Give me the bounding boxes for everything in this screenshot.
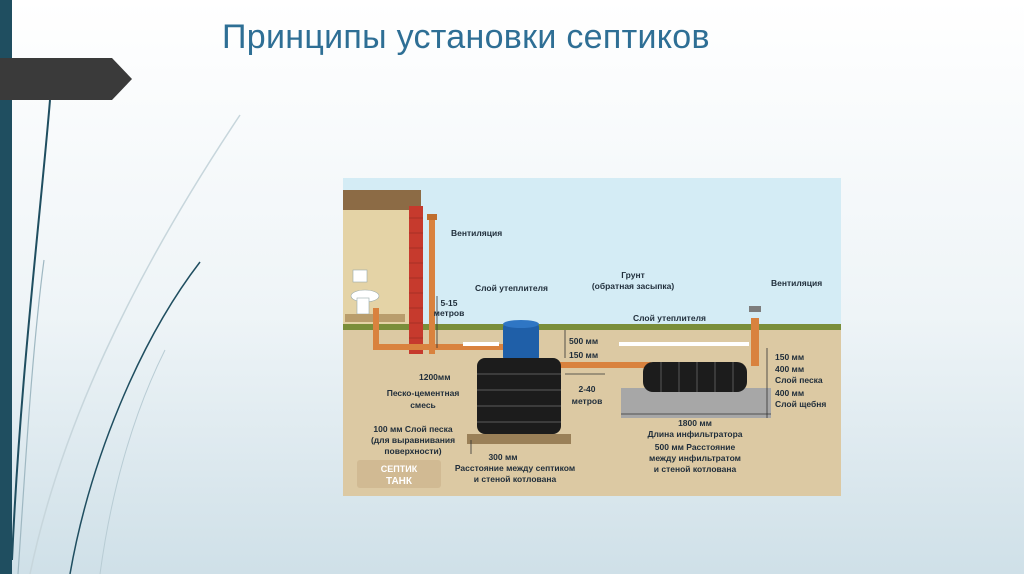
brand-line1: СЕПТИК [381,464,418,474]
label-infil-pit-line3: и стеной котлована [654,464,737,474]
house-wall [343,210,409,324]
label-depth-1200: 1200мм [419,372,451,382]
house-roof [343,190,421,210]
label-depth-150-left: 150 мм [569,350,598,360]
septic-tank [467,320,571,444]
pipe-system [373,214,761,368]
infiltrator [621,362,771,418]
label-len-1800: 1800 мм [678,418,712,428]
septic-installation-diagram: Вентиляция 5-15 метров Слой утеплителя Г… [343,178,841,496]
label-right-400-gravel-b: Слой щебня [775,399,826,409]
label-gap-top: 2-40 [578,384,595,394]
label-right-400-gravel-a: 400 мм [775,388,804,398]
label-insulation-left: Слой утеплителя [475,283,548,293]
label-dist-300: 300 мм [488,452,517,462]
brand-line2: ТАНК [386,476,413,487]
label-right-150: 150 мм [775,352,804,362]
label-soil-line1: Грунт [621,270,645,280]
left-accent-band [0,0,12,574]
label-mix-line1: Песко-цементная [387,388,460,398]
label-depth-500: 500 мм [569,336,598,346]
label-sand-line1: 100 мм Слой песка [373,424,452,434]
label-right-400-sand-b: Слой песка [775,375,823,385]
dimension-lines [436,296,771,454]
insulation-layer-right [619,342,749,346]
grass-line [343,324,841,330]
label-mix-line2: смесь [410,400,436,410]
label-gap-bottom: метров [572,396,603,406]
brand-logo: СЕПТИК ТАНК [357,460,441,488]
label-insulation-right: Слой утеплителя [633,313,706,323]
label-distance-top: 5-15 [440,298,457,308]
label-sand-line3: поверхности) [384,446,441,456]
slide-title: Принципы установки септиков [222,18,710,56]
label-soil-line2: (обратная засыпка) [592,281,674,291]
label-right-400-sand-a: 400 мм [775,364,804,374]
label-ventilation-right: Вентиляция [771,278,822,288]
curve-decoration [11,99,241,574]
label-distance-bottom: метров [434,308,465,318]
label-tank-pit-line2: и стеной котлована [474,474,557,484]
label-sand-line2: (для выравнивания [371,435,455,445]
label-infil-pit-line1: 500 мм Расстояние [655,442,736,452]
insulation-layer-left [463,342,499,346]
label-infil-pit-line2: между инфильтратом [649,453,741,463]
label-tank-pit-line1: Расстояние между септиком [455,463,575,473]
arrow-tab-decoration [0,58,132,100]
label-infiltrator-length: Длина инфильтратора [647,429,742,439]
brick-wall [409,206,423,354]
label-ventilation-left: Вентиляция [451,228,502,238]
